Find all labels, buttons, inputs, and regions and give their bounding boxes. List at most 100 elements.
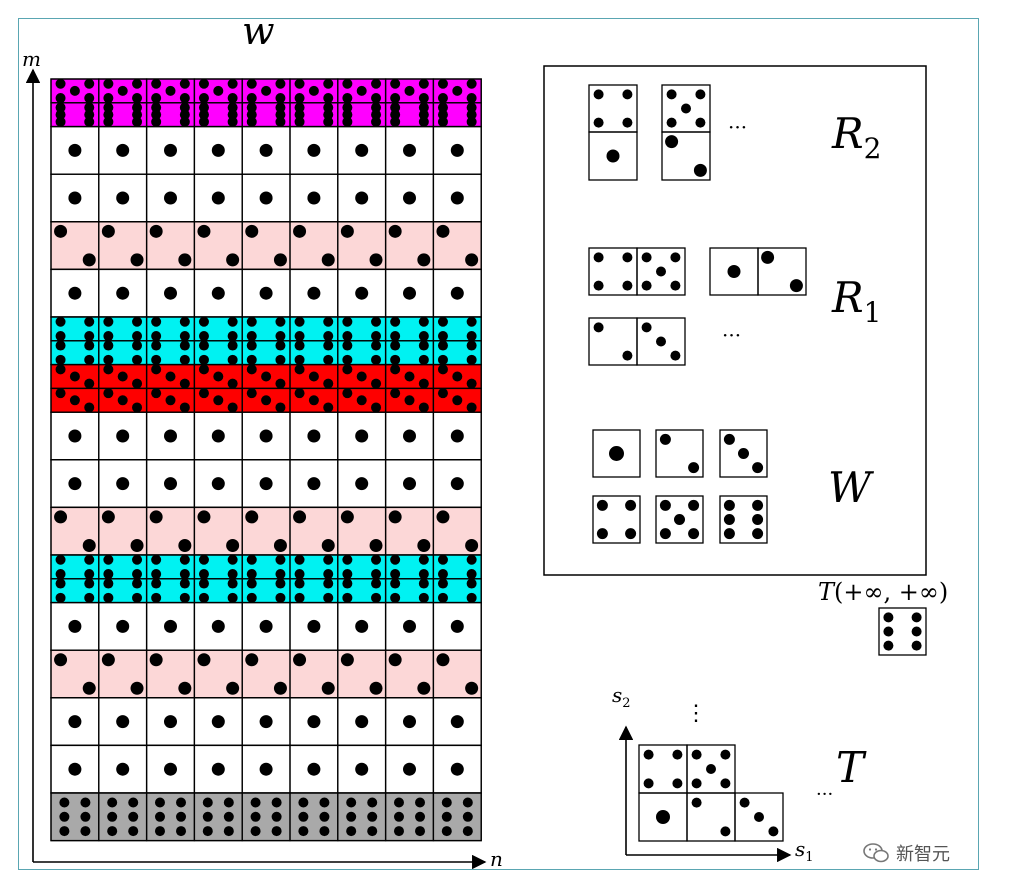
pip xyxy=(466,109,477,120)
pip xyxy=(213,395,224,406)
pip xyxy=(84,78,95,89)
pip xyxy=(754,812,764,822)
pip xyxy=(441,811,452,822)
pip xyxy=(390,578,401,589)
pip xyxy=(151,93,162,104)
pip xyxy=(164,191,177,205)
pip xyxy=(643,778,654,789)
pip xyxy=(103,569,114,580)
pip xyxy=(149,653,163,667)
pip xyxy=(321,253,335,267)
pip xyxy=(84,316,95,327)
pip xyxy=(275,354,286,365)
pip xyxy=(342,93,353,104)
pip xyxy=(462,811,473,822)
pip xyxy=(294,93,305,104)
r2-label: R2 xyxy=(831,109,881,165)
pip xyxy=(246,569,257,580)
pip xyxy=(323,331,334,342)
pip xyxy=(176,797,187,808)
pip xyxy=(261,371,272,382)
grid-domino-bottom xyxy=(432,578,482,604)
pip xyxy=(670,350,681,361)
pip xyxy=(466,578,477,589)
pip xyxy=(179,316,190,327)
pip xyxy=(246,354,257,365)
pip xyxy=(723,528,735,540)
pip xyxy=(84,116,95,127)
grid-domino-bottom xyxy=(193,102,243,128)
pip xyxy=(323,354,334,365)
pip xyxy=(622,350,633,361)
pip xyxy=(356,85,367,96)
pip xyxy=(450,619,464,633)
pip xyxy=(132,402,143,413)
grid-quad xyxy=(193,792,243,842)
pip xyxy=(202,826,213,837)
grid-row xyxy=(50,363,482,413)
pip xyxy=(695,117,706,128)
pip xyxy=(390,116,401,127)
pip xyxy=(403,286,416,300)
pip xyxy=(298,811,309,822)
pip xyxy=(450,715,464,729)
grid-domino-bottom xyxy=(98,340,148,366)
pip xyxy=(59,811,70,822)
pip xyxy=(390,592,401,603)
pip xyxy=(246,331,257,342)
pip xyxy=(246,364,257,375)
pip xyxy=(82,681,96,695)
pip xyxy=(342,109,353,120)
pip xyxy=(202,797,213,808)
pip xyxy=(388,653,402,667)
pip xyxy=(227,554,238,565)
pip xyxy=(246,93,257,104)
pip xyxy=(245,653,259,667)
grid-domino-top xyxy=(432,363,482,390)
pip xyxy=(103,109,114,120)
pip xyxy=(418,554,429,565)
pip xyxy=(227,93,238,104)
pip xyxy=(107,826,118,837)
pip xyxy=(132,569,143,580)
pip xyxy=(179,402,190,413)
pip xyxy=(259,619,273,633)
pip xyxy=(403,477,416,491)
pip xyxy=(706,764,716,774)
pip xyxy=(273,538,287,552)
pip xyxy=(723,433,735,445)
pip xyxy=(436,510,450,524)
pip xyxy=(226,538,240,552)
pip xyxy=(321,681,335,695)
pip xyxy=(342,354,353,365)
pip xyxy=(154,826,165,837)
pip xyxy=(307,477,321,491)
pip xyxy=(198,78,209,89)
s2-label: s2 xyxy=(612,683,631,711)
pip xyxy=(84,592,95,603)
pip xyxy=(149,510,163,524)
pip xyxy=(342,340,353,351)
grid-domino-bottom xyxy=(241,340,291,366)
pip xyxy=(259,429,273,443)
domino-bottom xyxy=(661,131,711,181)
pip xyxy=(688,528,700,540)
pip xyxy=(437,316,448,327)
grid-domino-top xyxy=(145,78,196,104)
pip xyxy=(752,514,764,525)
t-infinity-six xyxy=(878,607,927,656)
pip xyxy=(202,811,213,822)
pip xyxy=(128,826,139,837)
pip xyxy=(164,429,177,443)
pip xyxy=(55,116,66,127)
pip xyxy=(441,826,452,837)
grid-domino-top xyxy=(193,554,243,580)
pip xyxy=(371,102,382,113)
pip xyxy=(404,395,415,406)
pip xyxy=(403,715,416,729)
pip xyxy=(367,797,378,808)
pip xyxy=(68,429,82,443)
pip xyxy=(593,252,604,263)
t-vdots: ⋮ xyxy=(685,701,707,726)
pip xyxy=(179,378,190,389)
